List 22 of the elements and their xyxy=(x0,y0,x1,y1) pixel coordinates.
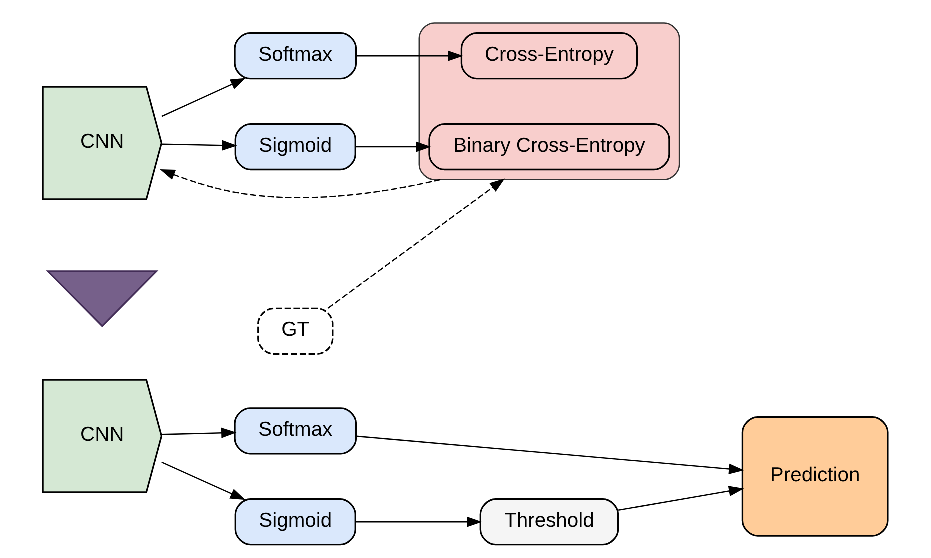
arrow xyxy=(160,170,441,198)
node-box: Softmax xyxy=(234,408,358,455)
node-box: Binary Cross-Entropy xyxy=(428,123,670,171)
node-box: GT xyxy=(258,308,334,355)
cluster xyxy=(418,22,680,180)
arrow xyxy=(618,486,744,512)
arrow xyxy=(356,50,464,62)
arrow xyxy=(328,178,506,309)
node-box: Sigmoid xyxy=(234,123,356,171)
arrow xyxy=(162,462,246,500)
node-box: Softmax xyxy=(234,32,358,80)
arrow xyxy=(162,140,238,151)
arrow xyxy=(356,436,744,474)
node-box: Sigmoid xyxy=(234,498,356,546)
node-box: Cross-Entropy xyxy=(460,32,638,80)
node-box: Prediction xyxy=(742,416,889,537)
arrow xyxy=(162,428,237,438)
node-arrow xyxy=(46,270,159,328)
node-box: Threshold xyxy=(480,498,620,546)
arrow xyxy=(162,78,246,118)
arrow xyxy=(356,142,432,152)
arrow xyxy=(356,516,482,528)
